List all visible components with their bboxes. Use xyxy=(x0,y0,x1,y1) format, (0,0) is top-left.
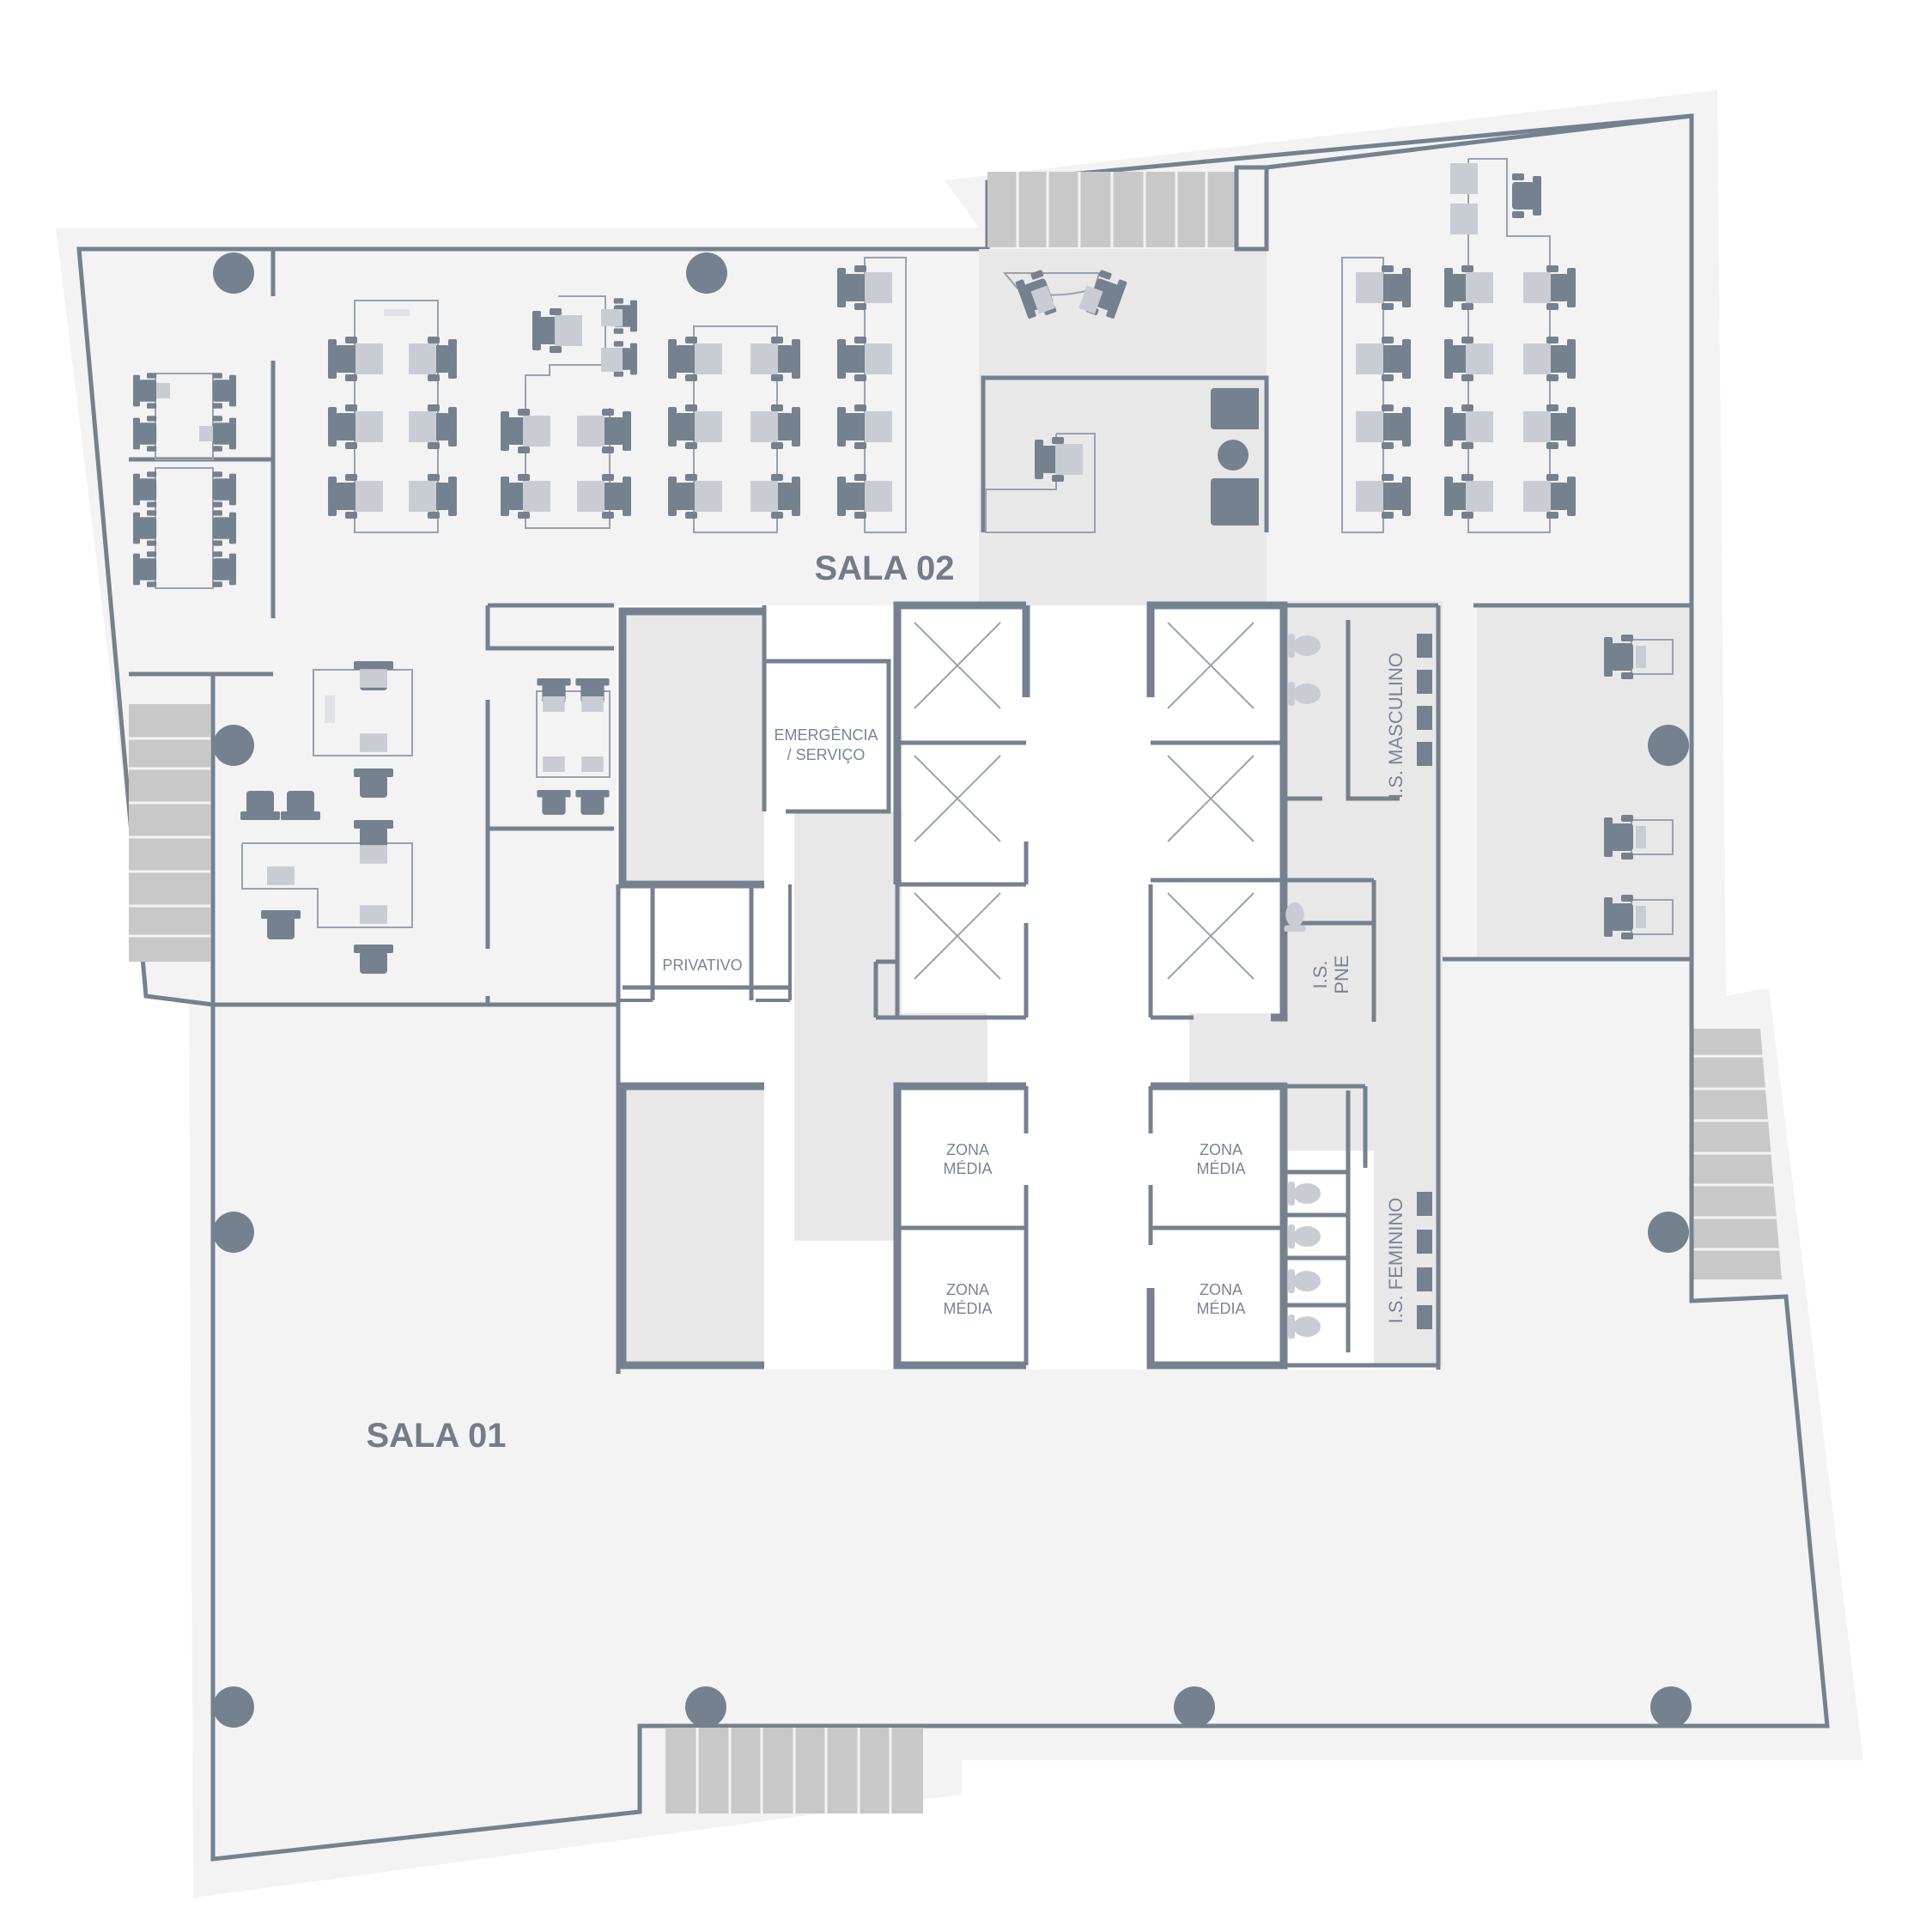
label-emergencia: EMERGÊNCIA xyxy=(774,726,878,744)
stairs-right xyxy=(1692,1029,1782,1279)
label-is-feminino: I.S. FEMININO xyxy=(1385,1198,1406,1324)
stairs-top xyxy=(987,165,1269,252)
svg-text:MÉDIA: MÉDIA xyxy=(943,1300,992,1317)
svg-text:MÉDIA: MÉDIA xyxy=(943,1160,992,1177)
svg-text:ZONA: ZONA xyxy=(946,1281,989,1298)
label-is-pne: I.S. xyxy=(1309,960,1331,988)
room-labels: SALA 02 SALA 01 EMERGÊNCIA / SERVIÇO PRI… xyxy=(366,550,1406,1455)
svg-text:MÉDIA: MÉDIA xyxy=(1196,1160,1245,1177)
core xyxy=(485,601,1443,1374)
label-zona-media-2: ZONA MÉDIA xyxy=(1196,1141,1245,1177)
svg-text:MÉDIA: MÉDIA xyxy=(1196,1300,1245,1317)
label-zona-media-3: ZONA MÉDIA xyxy=(943,1281,992,1317)
right-waiting-floor xyxy=(1477,605,1692,957)
label-privativo: PRIVATIVO xyxy=(662,957,742,974)
svg-text:ZONA: ZONA xyxy=(1200,1281,1242,1298)
svg-text:ZONA: ZONA xyxy=(946,1141,989,1158)
label-zona-media-4: ZONA MÉDIA xyxy=(1196,1281,1245,1317)
furniture xyxy=(133,158,1674,1002)
label-pne: PNE xyxy=(1331,955,1352,993)
label-emergencia-servico: / SERVIÇO xyxy=(787,746,866,763)
svg-text:ZONA: ZONA xyxy=(1200,1141,1242,1158)
stairs-left xyxy=(129,704,210,962)
label-zona-media-1: ZONA MÉDIA xyxy=(943,1141,992,1177)
room-label-sala-02: SALA 02 xyxy=(814,550,954,587)
room-label-sala-01: SALA 01 xyxy=(366,1417,506,1455)
structural-columns xyxy=(213,252,1692,1728)
stairs-bottom xyxy=(665,1728,923,1814)
label-is-masculino: I.S. MASCULINO xyxy=(1385,653,1406,799)
